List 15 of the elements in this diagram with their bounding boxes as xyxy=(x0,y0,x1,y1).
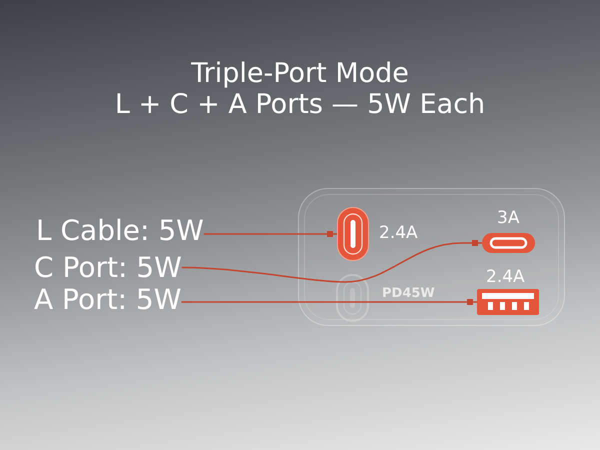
oval-port-icon xyxy=(337,207,369,261)
connector-line xyxy=(204,231,337,237)
current-rating-label: 2.4A xyxy=(486,267,525,287)
current-rating-label: 2.4A xyxy=(379,223,418,243)
power-label: C Port: 5W xyxy=(34,252,182,283)
charger-outline xyxy=(298,188,565,326)
connector-line xyxy=(181,299,477,305)
power-label: A Port: 5W xyxy=(34,284,182,315)
connector-line xyxy=(182,240,482,283)
title: Triple-Port Mode L + C + A Ports — 5W Each xyxy=(114,58,486,120)
rating-text: PD45W xyxy=(382,287,435,301)
power-label: L Cable: 5W xyxy=(36,215,204,246)
usb-c-port-icon xyxy=(482,233,535,253)
usb-a-port-icon xyxy=(477,289,539,315)
current-rating-label: 3A xyxy=(497,208,520,228)
